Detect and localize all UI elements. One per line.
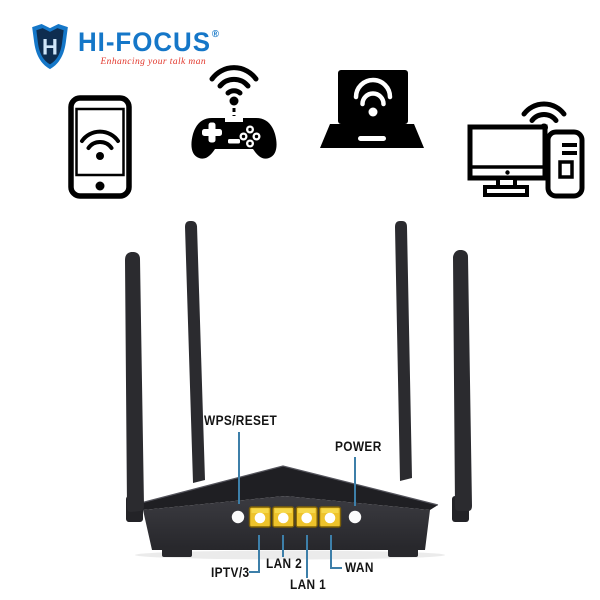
router-image <box>125 221 472 560</box>
router-body-top <box>133 466 438 510</box>
callout-label-wan: WAN <box>345 560 374 575</box>
callout-label-wps-reset: WPS/RESET <box>204 413 278 428</box>
ethernet-port-lan1 <box>295 506 318 528</box>
callout-label-iptv3: IPTV/3 <box>211 565 250 580</box>
callout-label-lan1: LAN 1 <box>290 577 327 592</box>
callout-line-lan2 <box>282 535 284 557</box>
callout-elbow-wan <box>330 567 342 569</box>
game-controller-wifi-icon <box>191 65 277 159</box>
router-antenna-inner-right <box>395 221 412 481</box>
callout-line-iptv3 <box>258 535 260 573</box>
router-antenna-outer-left <box>125 252 144 522</box>
callout-line-wps-reset <box>238 432 240 504</box>
router-antenna-inner-left <box>185 221 205 483</box>
shield-letter: H <box>42 34 58 59</box>
router-foot-right <box>388 548 418 557</box>
router-antenna-outer-right <box>452 250 472 522</box>
callout-elbow-iptv3 <box>249 571 260 573</box>
ethernet-port-lan2 <box>272 506 295 528</box>
registered-trademark: ® <box>211 29 220 40</box>
brand-lockup: HI-FOCUS® <box>30 20 226 57</box>
ethernet-port-iptv3 <box>248 506 272 528</box>
callout-label-power: POWER <box>335 439 382 454</box>
ethernet-port-wan <box>318 506 342 528</box>
tablet-wifi-icon <box>68 95 132 199</box>
brand-shield-icon: H <box>32 23 68 70</box>
router-shadow <box>135 550 445 560</box>
brand-tagline: Enhancing your talk man <box>100 57 206 67</box>
callout-line-wan <box>330 535 332 569</box>
wps-reset-button <box>231 510 245 524</box>
brand-name: HI-FOCUS® <box>78 27 220 57</box>
desktop-pc-wifi-icon <box>467 101 585 199</box>
power-jack <box>348 510 362 524</box>
callout-label-lan2: LAN 2 <box>266 556 303 571</box>
router-foot-left <box>162 548 192 557</box>
callout-line-lan1 <box>306 535 308 578</box>
laptop-wifi-icon <box>320 70 424 148</box>
callout-line-power <box>354 457 356 506</box>
